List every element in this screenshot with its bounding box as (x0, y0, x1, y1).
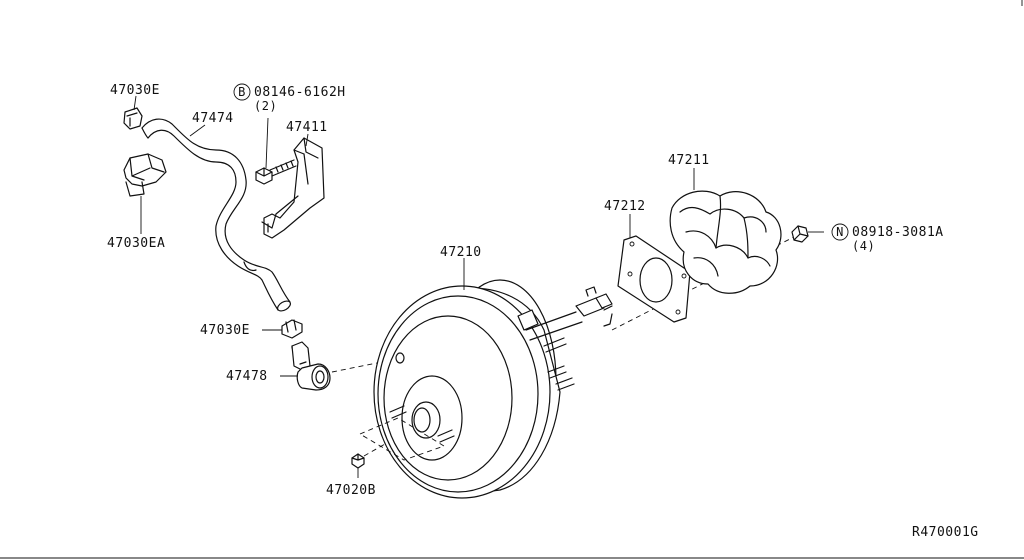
label-47030e-top: 47030E (110, 83, 160, 98)
nut-symbol: N (836, 225, 844, 239)
vacuum-hose-47474 (141, 118, 291, 312)
bolt-08146-6162h (255, 159, 297, 185)
check-valve-47478 (291, 341, 331, 391)
bolt-callout: B 08146-6162H (2) (233, 83, 346, 113)
insulator-47211 (669, 190, 782, 294)
label-47020b: 47020B (326, 483, 376, 498)
nut-08918-3081a (791, 225, 809, 243)
nut-symbol-circle (831, 223, 849, 241)
label-47210: 47210 (440, 245, 482, 260)
leader-47030e-top (133, 95, 137, 111)
label-nut-qty: (4) (852, 239, 875, 253)
label-bolt-code: 08146-6162H (254, 85, 346, 100)
clip-47030ea (123, 153, 167, 197)
clamp-47030e-top (123, 107, 143, 130)
label-47030ea: 47030EA (107, 236, 165, 251)
leader-bolt (265, 117, 269, 169)
brake-booster-47210 (359, 279, 613, 499)
dashline-valve-port (331, 359, 393, 373)
gasket-47212 (617, 235, 691, 323)
label-nut-code: 08918-3081A (852, 225, 944, 240)
label-47211: 47211 (668, 153, 710, 168)
dashline-booster-axis (611, 275, 719, 331)
clamp-47030e-bottom (281, 319, 303, 339)
label-47212: 47212 (604, 199, 646, 214)
label-bolt-qty: (2) (254, 99, 277, 113)
label-47474: 47474 (192, 111, 234, 126)
bolt-symbol-circle (233, 83, 251, 101)
label-47411: 47411 (286, 120, 328, 135)
nut-47020b (351, 453, 365, 469)
bracket-47411 (261, 137, 325, 239)
leader-47411 (305, 133, 309, 147)
label-47030e-bottom: 47030E (200, 323, 250, 338)
bolt-symbol: B (238, 85, 246, 99)
nut-callout: N 08918-3081A (4) (831, 223, 944, 253)
label-47478: 47478 (226, 369, 268, 384)
reference-code: R470001G (912, 525, 979, 540)
leader-47474 (189, 124, 206, 137)
